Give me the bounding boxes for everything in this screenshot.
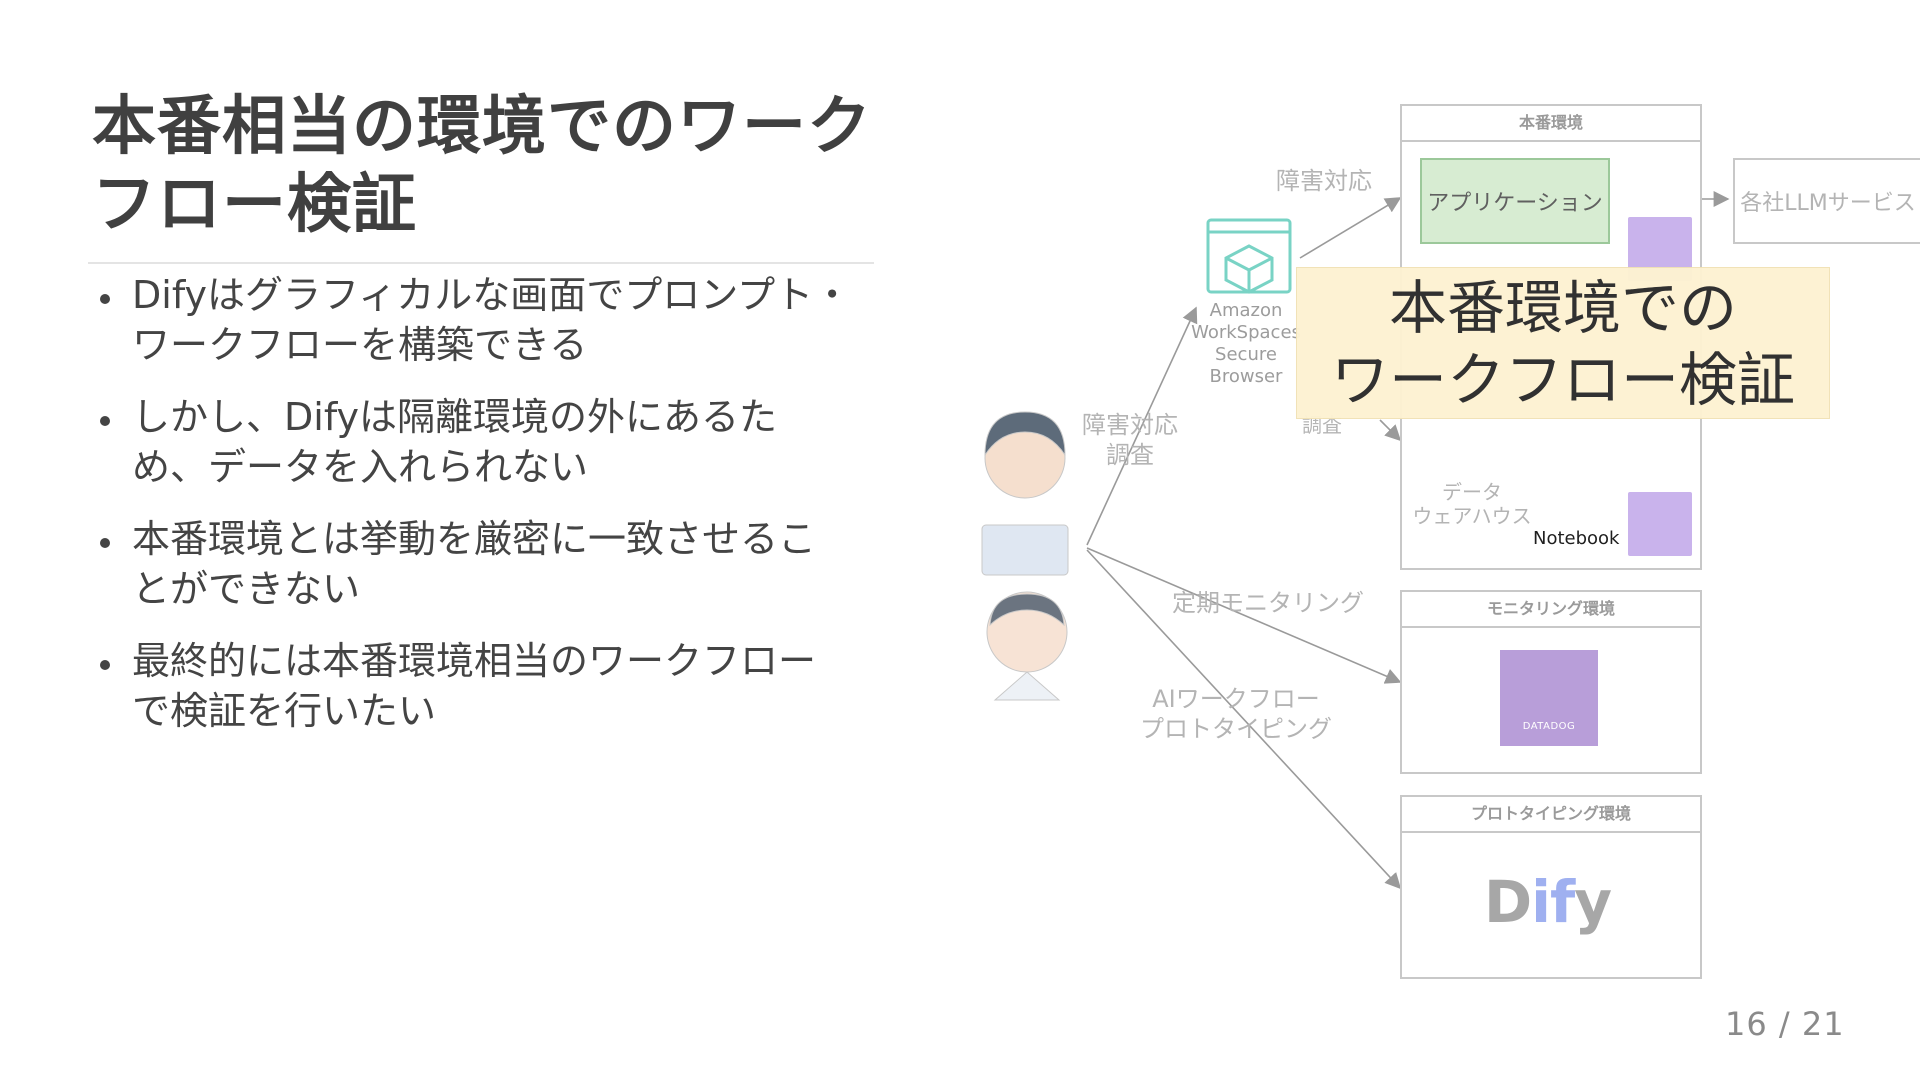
monitoring-env-header: モニタリング環境 <box>1402 592 1700 628</box>
title-divider <box>88 262 874 264</box>
callout-box: 本番環境での ワークフロー検証 <box>1296 267 1830 419</box>
workspaces-label-line: Amazon <box>1186 300 1306 322</box>
title-line-1: 本番相当の環境でのワーク <box>92 88 892 166</box>
ai-workflow-line: AIワークフロー <box>1140 684 1332 714</box>
page-number: 16 / 21 <box>1725 1005 1845 1043</box>
bullet-line: とができない <box>132 564 896 614</box>
dify-logo-if: if <box>1531 868 1574 936</box>
bullet-item: しかし、Difyは隔離環境の外にあるた め、データを入れられない <box>96 392 896 492</box>
notebook-label: Notebook <box>1533 528 1619 549</box>
data-warehouse-label: データ ウェアハウス <box>1412 480 1532 528</box>
bullet-line: しかし、Difyは隔離環境の外にあるた <box>132 392 896 442</box>
ai-workflow-line: プロトタイピング <box>1140 714 1332 744</box>
bullet-item: 最終的には本番環境相当のワークフロー で検証を行いたい <box>96 636 896 736</box>
bullet-line: ワークフローを構築できる <box>132 320 896 370</box>
bullet-line: め、データを入れられない <box>132 442 896 492</box>
bullet-item: Difyはグラフィカルな画面でプロンプト・ ワークフローを構築できる <box>96 270 896 370</box>
workspaces-label: Amazon WorkSpaces Secure Browser <box>1186 300 1306 388</box>
bullet-list: Difyはグラフィカルな画面でプロンプト・ ワークフローを構築できる しかし、D… <box>96 270 896 758</box>
callout-line: 本番環境での <box>1297 272 1829 344</box>
title-line-2: フロー検証 <box>92 166 892 244</box>
dify-logo-d: D <box>1484 868 1531 936</box>
bullet-line: 本番環境とは挙動を厳密に一致させるこ <box>132 514 896 564</box>
data-warehouse-line: データ <box>1412 480 1532 504</box>
bullet-line: 最終的には本番環境相当のワークフロー <box>132 636 896 686</box>
workspaces-label-line: Browser <box>1186 366 1306 388</box>
workspaces-label-line: WorkSpaces <box>1186 322 1306 344</box>
dify-logo-y: y <box>1574 868 1611 936</box>
callout-line: ワークフロー検証 <box>1297 344 1829 416</box>
datadog-label: DATADOG <box>1500 721 1598 732</box>
incident-investigation-line: 障害対応 <box>1082 410 1178 440</box>
periodic-monitoring-label: 定期モニタリング <box>1172 588 1364 618</box>
datadog-logo: DATADOG <box>1500 650 1598 746</box>
engineer-avatar-1 <box>982 412 1068 575</box>
workspaces-label-line: Secure <box>1186 344 1306 366</box>
incident-label: 障害対応 <box>1276 166 1372 196</box>
incident-investigation-line: 調査 <box>1082 440 1178 470</box>
slide-title: 本番相当の環境でのワーク フロー検証 <box>92 88 892 244</box>
cloud-shield-icon <box>1628 492 1692 556</box>
dify-logo: Dify <box>1484 868 1611 936</box>
prototyping-env-header: プロトタイピング環境 <box>1402 797 1700 833</box>
incident-investigation-label: 障害対応 調査 <box>1082 410 1178 470</box>
engineer-avatar-2 <box>987 592 1067 700</box>
bullet-line: Difyはグラフィカルな画面でプロンプト・ <box>132 270 896 320</box>
application-box: アプリケーション <box>1420 158 1610 244</box>
ai-workflow-label: AIワークフロー プロトタイピング <box>1140 684 1332 744</box>
bullet-line: で検証を行いたい <box>132 686 896 736</box>
data-warehouse-line: ウェアハウス <box>1412 504 1532 528</box>
prod-env-header: 本番環境 <box>1402 106 1700 142</box>
llm-services-box: 各社LLMサービス <box>1733 158 1920 244</box>
bullet-item: 本番環境とは挙動を厳密に一致させるこ とができない <box>96 514 896 614</box>
